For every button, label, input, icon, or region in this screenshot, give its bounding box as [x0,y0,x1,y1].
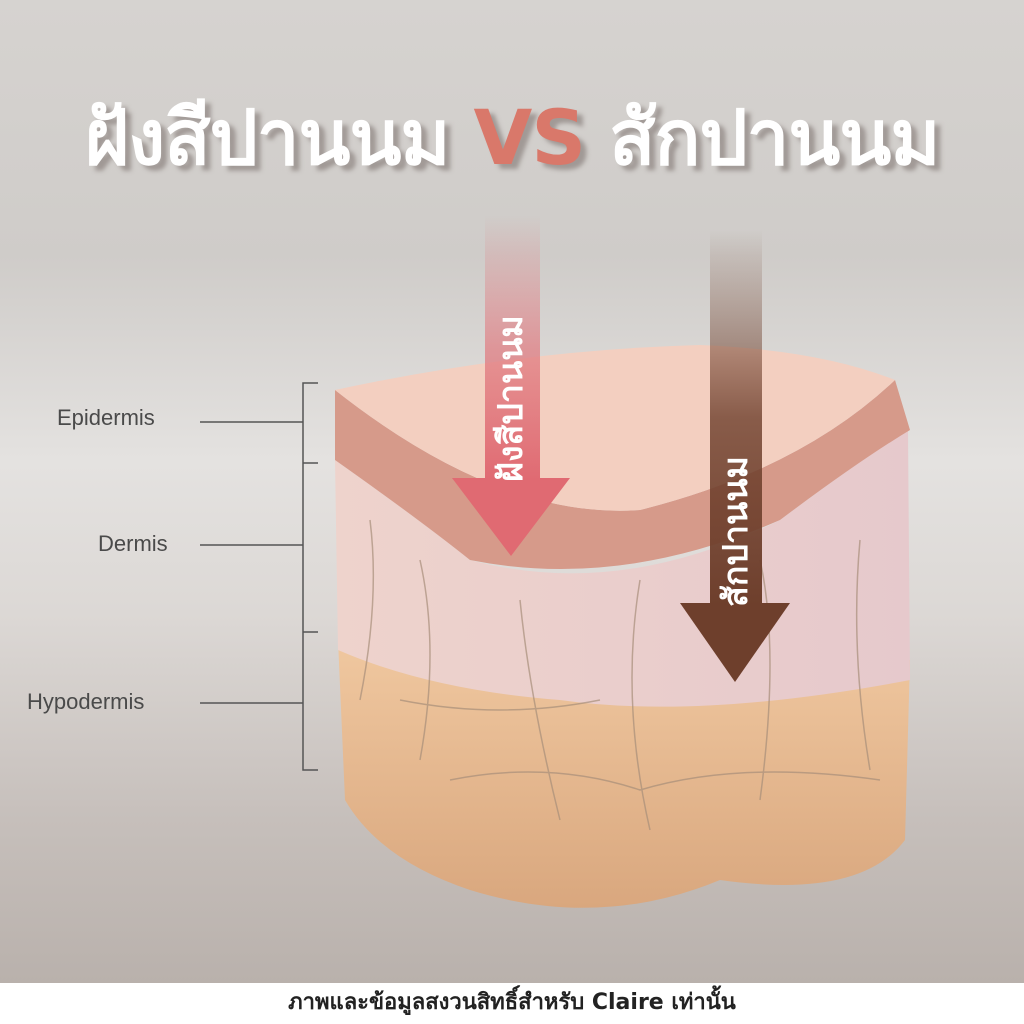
tattoo-arrow-label: สักปานนม [716,456,756,607]
hypodermis-layer [338,640,910,908]
label-epidermis: Epidermis [57,405,155,430]
dermis-layer [335,430,910,707]
layer-brackets [200,382,318,771]
label-hypodermis: Hypodermis [27,689,145,714]
label-dermis: Dermis [98,531,168,556]
title-right: สักปานนม [609,93,940,182]
title-left: ฝังสีปานนม [84,93,451,182]
title-vs: VS [473,93,587,182]
tattoo-arrow [680,230,790,682]
blood-vessels [359,519,881,831]
embroidery-arrow-label: ฝังสีปานนม [491,315,531,482]
epidermis-layer [335,380,910,569]
copyright-footer: ภาพและข้อมูลสงวนสิทธิ์สำหรับ Claire เท่า… [0,983,1024,1024]
embroidery-arrow [452,215,570,556]
